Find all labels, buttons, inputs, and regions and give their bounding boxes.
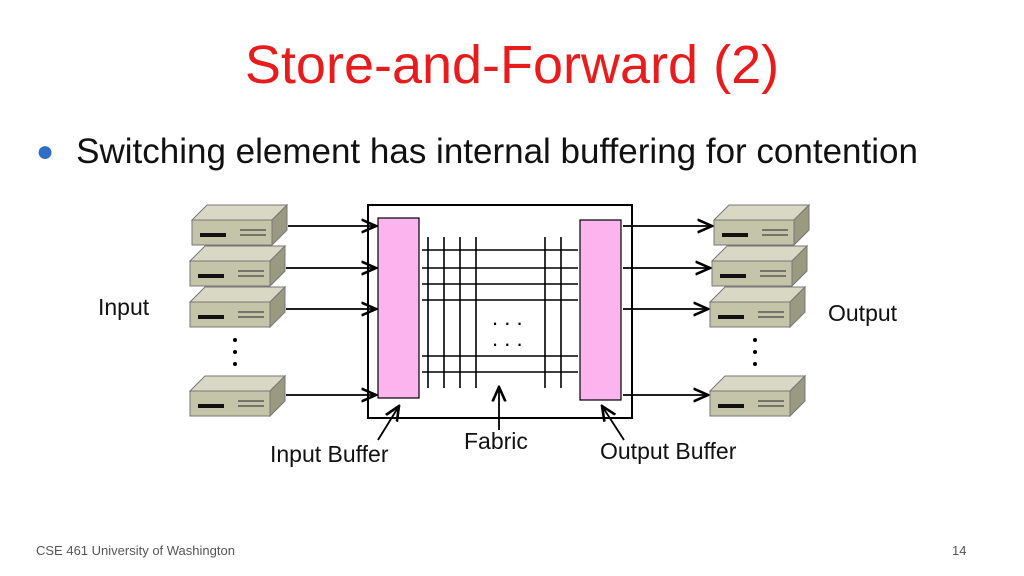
output-ellipsis-dot — [753, 338, 757, 342]
pointer-arrows — [377, 387, 625, 441]
output-host-3 — [709, 286, 806, 328]
input-host-1 — [191, 204, 288, 246]
output-host-4 — [709, 375, 806, 417]
fabric-grid — [422, 237, 578, 388]
output-ellipsis-dot — [753, 350, 757, 354]
output-label: Output — [828, 300, 898, 326]
fabric-label: Fabric — [464, 428, 528, 454]
output-host-1 — [713, 204, 810, 246]
input-buffer-label: Input Buffer — [270, 441, 389, 467]
input-host-3 — [189, 286, 286, 328]
footer-page-number: 14 — [952, 543, 967, 558]
input-arrows — [286, 226, 376, 395]
fabric-ellipsis-top: . . . — [492, 305, 523, 330]
output-buffer — [579, 219, 622, 401]
output-ellipsis-dot — [753, 362, 757, 366]
output-buffer-label: Output Buffer — [600, 438, 737, 464]
slide-title: Store-and-Forward (2) — [244, 35, 780, 95]
input-host-4 — [189, 375, 286, 417]
footer-course: CSE 461 University of Washington — [36, 543, 235, 558]
fabric-ellipsis-bottom: . . . — [492, 326, 523, 351]
input-ellipsis-dot — [233, 338, 237, 342]
bullet-dot-icon: ● — [36, 135, 55, 168]
bullet-text: Switching element has internal buffering… — [76, 132, 918, 171]
output-arrows — [623, 226, 712, 395]
input-ellipsis-dot — [233, 362, 237, 366]
input-host-2 — [189, 245, 286, 287]
input-ellipsis-dot — [233, 350, 237, 354]
output-host-2 — [711, 245, 808, 287]
input-buffer — [377, 217, 420, 399]
input-label: Input — [98, 294, 150, 320]
bullet-item: ● Switching element has internal bufferi… — [36, 132, 918, 172]
